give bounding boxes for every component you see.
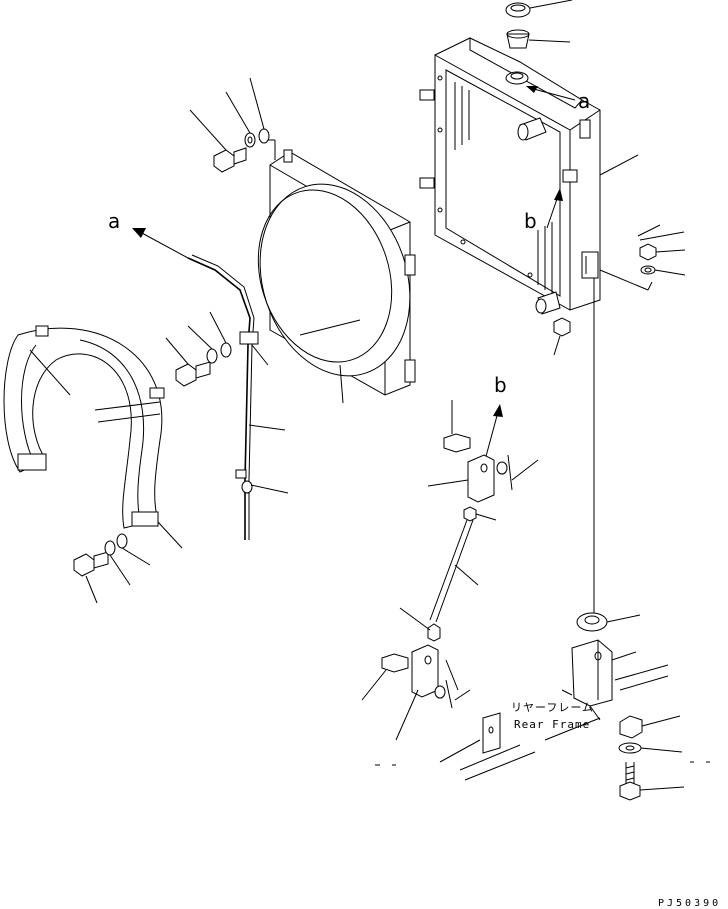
arrow-b-right	[546, 188, 563, 229]
filler-neck-adapter	[506, 29, 571, 49]
lockwasher-middle	[209, 311, 232, 358]
label-b-right: b	[524, 209, 537, 233]
nut-bottom	[619, 715, 681, 739]
turnbuckle-rod	[399, 506, 497, 642]
washer-lower	[434, 659, 471, 709]
clevis-upper	[427, 454, 495, 503]
radiator-assembly	[419, 37, 601, 315]
pin-lower	[361, 653, 409, 701]
bolt-bottom	[619, 762, 685, 801]
clevis-lower	[395, 644, 439, 741]
fan-guard	[3, 325, 183, 549]
bolt-bottom-left	[73, 551, 109, 604]
rear-frame-label-en: Rear Frame	[514, 718, 590, 731]
washer-top	[225, 91, 256, 148]
label-a-right: a	[578, 89, 590, 113]
radiator-core-fins	[454, 82, 553, 293]
washer-bottom-left	[104, 540, 131, 586]
arrow-a-left	[132, 228, 189, 259]
washer-middle	[187, 325, 218, 364]
frame-plate	[375, 712, 601, 781]
washer-right	[640, 265, 686, 276]
fan-shroud	[257, 149, 416, 404]
lockwasher-top	[249, 77, 270, 144]
bolt-middle	[165, 337, 211, 387]
rubber-mount-top	[576, 612, 641, 632]
lockwasher-bottom-left	[116, 533, 151, 566]
connecting-rod-a	[187, 254, 289, 540]
washer-bottom	[618, 742, 683, 754]
label-b-center: b	[494, 373, 507, 397]
nut-right	[639, 243, 686, 261]
label-a-left: a	[108, 209, 120, 233]
arrow-b-center	[484, 404, 503, 461]
rear-frame-bracket	[561, 639, 669, 721]
bolt-top	[189, 109, 247, 173]
rear-frame-label-jp: リヤーフレーム	[511, 701, 594, 714]
drawing-code: PJ50390	[658, 898, 721, 909]
pin-upper	[443, 400, 471, 453]
washer-upper	[496, 454, 539, 491]
arrow-a-right	[526, 86, 576, 101]
radiator-cap	[505, 0, 573, 18]
drain-plug	[553, 317, 571, 356]
